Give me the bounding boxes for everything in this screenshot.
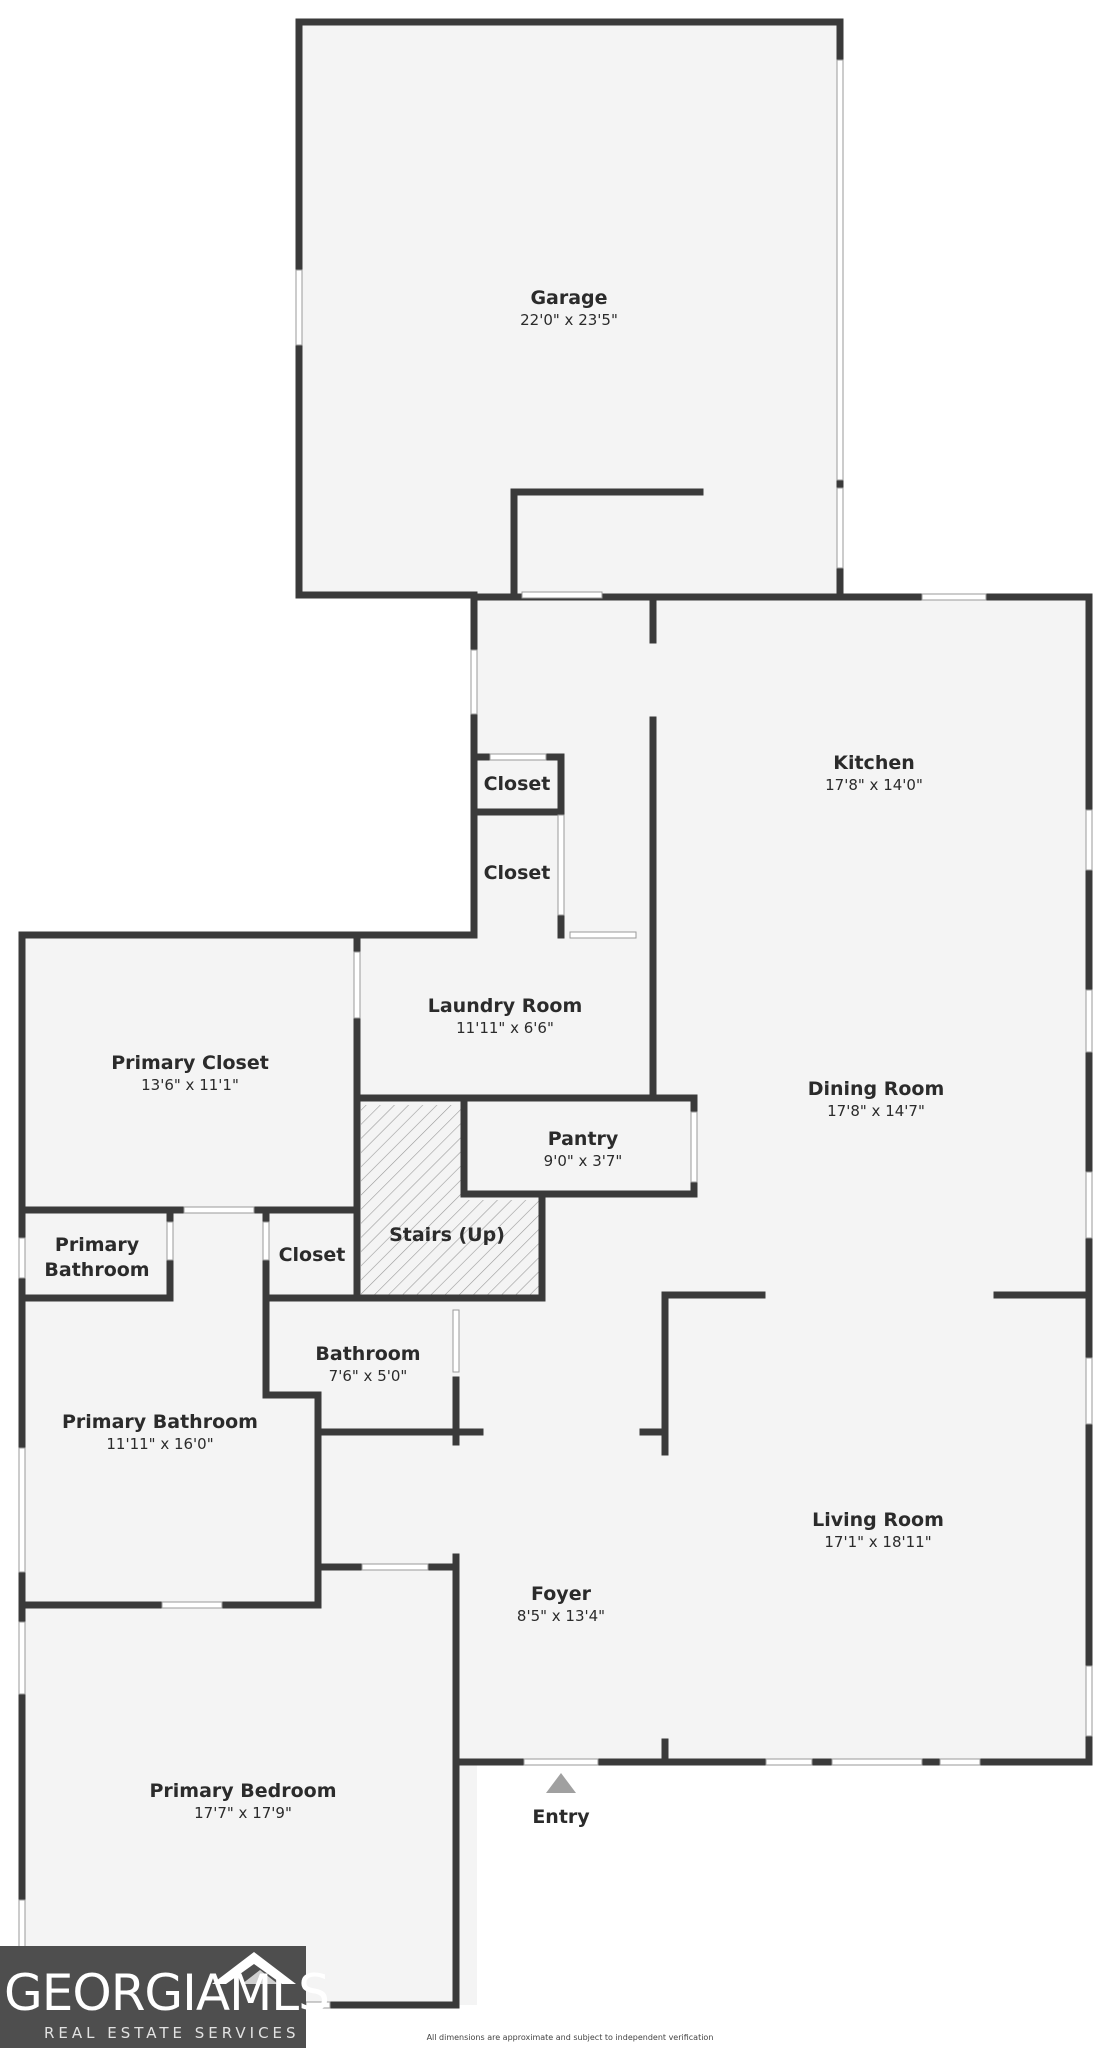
primary-bathroom-small-label-line2: Bathroom bbox=[44, 1259, 149, 1281]
laundry-room-dimensions: 11'11" x 6'6" bbox=[456, 1019, 554, 1037]
window bbox=[1085, 989, 1093, 1053]
kitchen-dimensions: 17'8" x 14'0" bbox=[825, 776, 923, 794]
living-room-label: Living Room bbox=[812, 1509, 944, 1531]
window bbox=[305, 2001, 331, 2009]
primary-bedroom-label: Primary Bedroom bbox=[149, 1780, 336, 1802]
windows bbox=[18, 59, 1093, 2009]
laundry-room-label: Laundry Room bbox=[428, 995, 583, 1017]
window bbox=[18, 1447, 26, 1573]
window bbox=[18, 1237, 26, 1279]
pantry-dimensions: 9'0" x 3'7" bbox=[544, 1152, 623, 1170]
closet-upper-label: Closet bbox=[484, 773, 551, 795]
closet-lower-label: Closet bbox=[484, 862, 551, 884]
window bbox=[1085, 1665, 1093, 1737]
closet-bath-label: Closet bbox=[279, 1244, 346, 1266]
door-opening bbox=[161, 1601, 223, 1609]
foyer-dimensions: 8'5" x 13'4" bbox=[517, 1607, 605, 1625]
window bbox=[765, 1758, 813, 1766]
door-opening bbox=[166, 1221, 174, 1261]
window bbox=[836, 487, 844, 569]
dining-room-label: Dining Room bbox=[808, 1078, 945, 1100]
house-upper-floor bbox=[474, 597, 1089, 1762]
window bbox=[295, 269, 303, 346]
foyer-label: Foyer bbox=[531, 1583, 592, 1605]
door-opening bbox=[523, 1758, 599, 1766]
logo-wordmark: GEORGIAMLS bbox=[4, 1964, 330, 2022]
room-labels: Garage 22'0" x 23'5" Kitchen 17'8" x 14'… bbox=[44, 287, 944, 1828]
door-opening bbox=[557, 814, 565, 916]
primary-bathroom-small-label-line1: Primary bbox=[55, 1234, 140, 1256]
dimensions-disclaimer: All dimensions are approximate and subje… bbox=[426, 2033, 714, 2042]
primary-closet-dimensions: 13'6" x 11'1" bbox=[141, 1076, 239, 1094]
living-room-dimensions: 17'1" x 18'11" bbox=[824, 1533, 931, 1551]
kitchen-label: Kitchen bbox=[833, 752, 915, 774]
garage-label: Garage bbox=[530, 287, 607, 309]
door-opening bbox=[262, 1221, 270, 1261]
garage-dimensions: 22'0" x 23'5" bbox=[520, 311, 618, 329]
bathroom-label: Bathroom bbox=[315, 1343, 420, 1365]
window bbox=[836, 59, 844, 481]
window bbox=[470, 649, 478, 715]
pantry-label: Pantry bbox=[548, 1128, 619, 1150]
mountain-icon bbox=[212, 1952, 296, 1984]
window bbox=[939, 1758, 981, 1766]
logo-tagline: REAL ESTATE SERVICES bbox=[44, 2024, 300, 2042]
bathroom-dimensions: 7'6" x 5'0" bbox=[329, 1367, 408, 1385]
garage-floor bbox=[299, 22, 840, 595]
dining-room-dimensions: 17'8" x 14'7" bbox=[827, 1102, 925, 1120]
window bbox=[18, 1899, 26, 1951]
entry-arrow-icon bbox=[546, 1773, 576, 1793]
window bbox=[1085, 1357, 1093, 1425]
primary-bedroom-dimensions: 17'7" x 17'9" bbox=[194, 1804, 292, 1822]
door-opening bbox=[489, 753, 547, 761]
stairs-hatch bbox=[361, 1105, 542, 1298]
window bbox=[18, 1621, 26, 1695]
door-opening bbox=[452, 1309, 460, 1373]
window bbox=[1085, 1171, 1093, 1239]
door-opening bbox=[353, 951, 361, 1019]
door-opening bbox=[521, 591, 603, 599]
primary-bathroom-label: Primary Bathroom bbox=[62, 1411, 258, 1433]
entry-label: Entry bbox=[532, 1806, 590, 1828]
door-opening bbox=[361, 1563, 429, 1571]
window bbox=[1085, 809, 1093, 871]
window bbox=[831, 1758, 923, 1766]
stairs-label: Stairs (Up) bbox=[389, 1224, 505, 1246]
window bbox=[921, 593, 987, 601]
georgia-mls-logo: GEORGIAMLS REAL ESTATE SERVICES bbox=[0, 1946, 330, 2048]
door-opening bbox=[569, 931, 637, 939]
door-opening bbox=[183, 1206, 255, 1214]
primary-bathroom-dimensions: 11'11" x 16'0" bbox=[106, 1435, 213, 1453]
door-opening bbox=[690, 1111, 698, 1183]
primary-closet-label: Primary Closet bbox=[111, 1052, 269, 1074]
floor-fills bbox=[22, 22, 1089, 2005]
